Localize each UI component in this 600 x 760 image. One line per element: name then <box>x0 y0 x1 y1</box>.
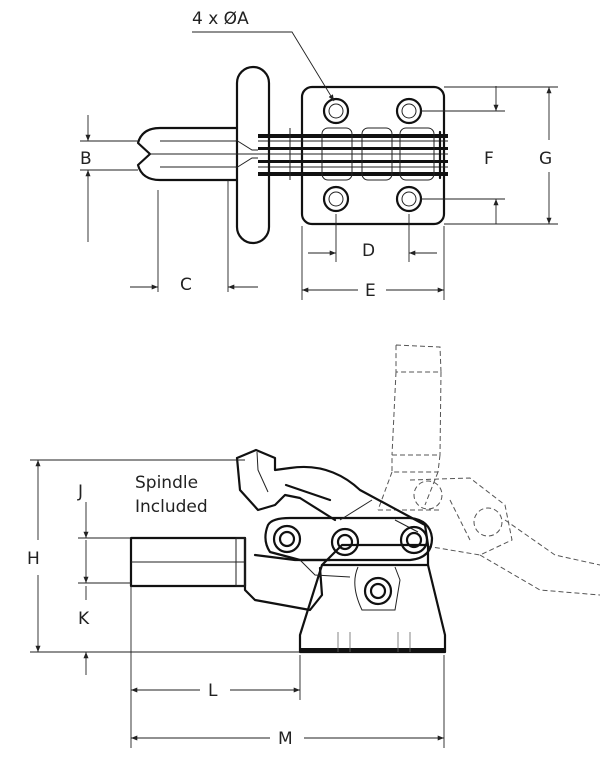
dimension-f: F <box>420 86 505 224</box>
dimension-m: M <box>130 655 445 749</box>
mounting-holes <box>322 97 423 213</box>
label-l: L <box>208 681 218 701</box>
label-c: C <box>180 275 192 295</box>
dimension-b: B <box>80 115 138 242</box>
note-line-2: Included <box>135 497 208 517</box>
label-b: B <box>80 149 92 169</box>
spindle-fork <box>136 126 258 182</box>
base-hatching <box>337 632 411 652</box>
top-view: B C D E <box>80 9 558 301</box>
handle <box>235 65 271 245</box>
pivot-pins <box>272 524 429 606</box>
dimension-l: L <box>130 586 301 701</box>
dimension-j: J <box>77 482 131 584</box>
label-g: G <box>539 149 552 169</box>
dimension-e: E <box>301 226 445 301</box>
label-j: J <box>77 482 83 502</box>
link-arm <box>264 516 434 562</box>
dimension-g: G <box>444 86 558 225</box>
dimension-h: H <box>27 459 300 653</box>
label-m: M <box>278 729 293 749</box>
side-view: Spindle Included H J K <box>27 344 600 749</box>
label-e: E <box>365 281 376 301</box>
dimension-d: D <box>308 214 437 262</box>
label-f: F <box>484 149 494 169</box>
side-spindle <box>129 536 247 588</box>
holes-callout: 4 x ØA <box>192 9 335 102</box>
dimension-c: C <box>130 180 258 295</box>
label-holes: 4 x ØA <box>192 9 249 29</box>
dimension-k: K <box>78 586 90 675</box>
label-k: K <box>78 609 90 629</box>
note-line-1: Spindle <box>135 473 198 493</box>
spindle-note: Spindle Included <box>135 473 208 517</box>
base-plate <box>300 85 446 226</box>
plunger-body <box>258 127 448 181</box>
open-position-outline <box>377 344 600 596</box>
side-handle <box>235 448 430 547</box>
label-d: D <box>362 241 375 261</box>
label-h: H <box>27 549 40 569</box>
